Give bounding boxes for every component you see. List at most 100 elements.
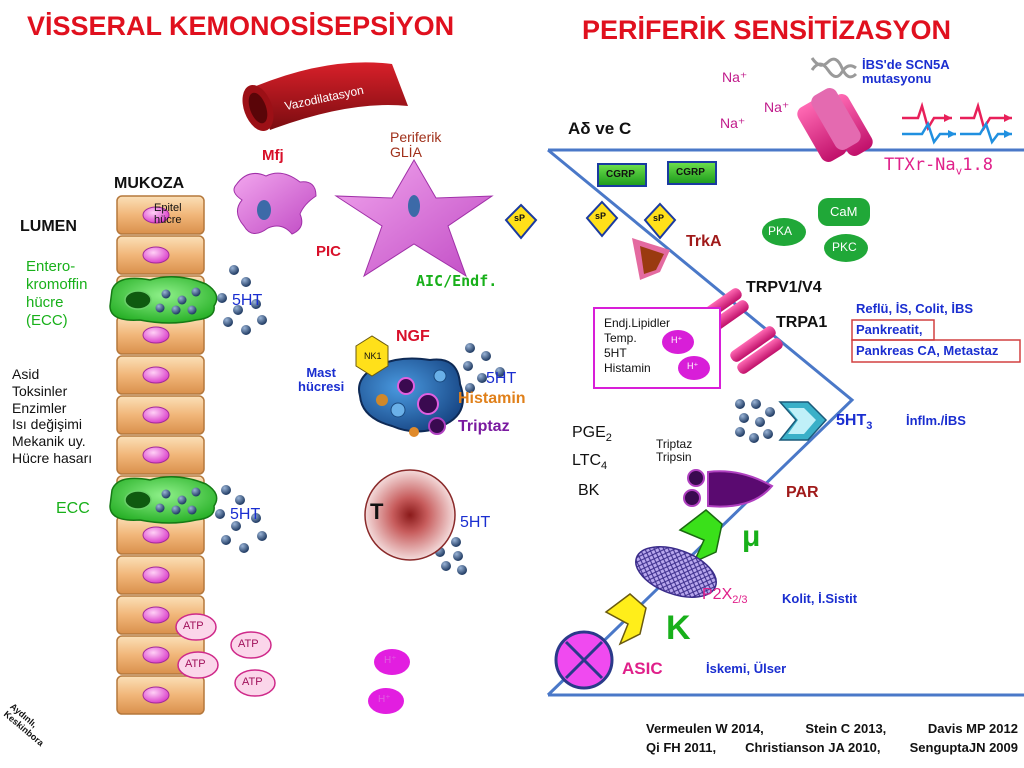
reference-line-1: Vermeulen W 2014, Stein C 2013, Davis MP… <box>646 720 1018 739</box>
ht-label-1: 5HT <box>232 292 263 309</box>
scn5a-label: İBS'de SCN5A mutasyonu <box>862 57 950 87</box>
glia-nucleus <box>408 195 420 217</box>
stimulus-item: Asid <box>12 366 40 382</box>
proton-ovals-left <box>368 649 410 714</box>
ttxr-suffix: 1.8 <box>962 155 993 175</box>
infl-ibs-label: İnflm./İBS <box>906 413 966 428</box>
ecc-label: Entero- kromoffin hücre (ECC) <box>26 258 88 329</box>
ht-label-2: 5HT <box>230 506 261 523</box>
reflux-line-2: Pankreatit, <box>856 322 923 337</box>
ht3-receptor-inner <box>788 408 816 434</box>
t-cell <box>364 469 456 561</box>
asic-label: ASIC <box>622 659 663 678</box>
serotonin-dot <box>735 427 745 437</box>
scn5a-helix <box>810 57 858 79</box>
lipid-item: 5HT <box>604 346 627 360</box>
epithelial-cell <box>116 555 205 595</box>
serotonin-dot <box>251 299 261 309</box>
pge2-label: PGE2 <box>572 424 612 444</box>
reflux-line-1: Reflü, İS, Colit, İBS <box>856 301 974 316</box>
reference-item: Christianson JA 2010, <box>745 739 881 755</box>
histamin-label: Histamin <box>458 390 526 407</box>
action-potential-traces <box>902 101 1012 145</box>
mu-receptor <box>678 509 723 564</box>
left-title: VİSSERAL KEMONOSİSEPSİYON <box>27 11 455 41</box>
serotonin-dot <box>465 343 475 353</box>
proton-label-box-1: H⁺ <box>671 335 683 345</box>
lipid-box-text: Endj.Lipidler Temp. 5HT Histamin <box>604 316 670 376</box>
sp-left-label: sP <box>514 213 526 223</box>
macrophage-shape <box>233 172 317 235</box>
serotonin-dot <box>739 413 749 423</box>
vasodilation-vessel <box>242 62 408 132</box>
reflux-line-3: Pankreas CA, Metastaz <box>856 343 999 358</box>
mfj-label: Mfj <box>262 147 284 164</box>
trpv-label: TRPV1/V4 <box>746 279 822 296</box>
serotonin-granules <box>215 265 775 575</box>
fiber-label: Aδ ve C <box>568 119 632 138</box>
serotonin-dot <box>465 383 475 393</box>
ht3-sub: 3 <box>866 420 873 433</box>
reference-item: Vermeulen W 2014, <box>646 721 764 736</box>
serotonin-dot <box>765 407 775 417</box>
serotonin-dot <box>441 561 451 571</box>
proton-oval-box-2 <box>678 356 710 380</box>
stimulus-item: Isı değişimi <box>12 416 83 433</box>
stimulus-item: Toksinler <box>12 382 68 399</box>
ht3-label: 5HT3 <box>836 412 872 432</box>
mukoza-label: MUKOZA <box>114 175 185 192</box>
serotonin-dot <box>495 367 505 377</box>
serotonin-dot <box>451 537 461 547</box>
enterochromaffin-cell <box>109 476 218 524</box>
p2x-label: P2X2/3 <box>702 586 748 606</box>
epithelial-cell <box>116 675 205 715</box>
reference-item: SenguptaJN 2009 <box>909 739 1018 755</box>
epithelial-cell <box>116 515 205 555</box>
ecc2-label: ECC <box>56 500 90 517</box>
sp-right-label-2: sP <box>653 213 665 223</box>
ttxr-prefix: TTXr-Na <box>884 155 956 175</box>
ltc4-main: LTC <box>572 452 602 469</box>
serotonin-dot <box>223 317 233 327</box>
glia-label: Periferik GLİA <box>390 129 442 161</box>
p2x-sub: 2/3 <box>732 594 748 607</box>
stimulus-item: Mekanik uy. <box>12 433 86 450</box>
right-title: PERİFERİK SENSİTİZASYON <box>582 15 952 45</box>
serotonin-dot <box>221 485 231 495</box>
stimuli-list: Asid Toksinler Enzimler Isı değişimi Mek… <box>12 366 92 467</box>
na-label-3: Na⁺ <box>720 115 746 131</box>
serotonin-dot <box>457 565 467 575</box>
iskemi-label: İskemi, Ülser <box>706 661 787 676</box>
serotonin-dot <box>477 373 487 383</box>
serotonin-dot <box>239 543 249 553</box>
serotonin-dot <box>763 429 773 439</box>
serotonin-dot <box>257 531 267 541</box>
sp-right-label-1: sP <box>595 211 607 221</box>
epithelial-cell <box>116 435 205 475</box>
kolit-label: Kolit, İ.Sistit <box>782 591 858 606</box>
reference-item: Stein C 2013, <box>805 721 887 736</box>
ngf-label: NGF <box>396 328 430 345</box>
atp-label-3: ATP <box>185 658 206 670</box>
epithelial-cell <box>116 395 205 435</box>
p2x-main: P2X <box>702 586 733 603</box>
ht3-main: 5HT <box>836 412 867 429</box>
cgrp-label-2: CGRP <box>676 167 705 178</box>
atp-label-1: ATP <box>183 620 204 632</box>
stimulus-item: Enzimler <box>12 399 67 416</box>
epithelial-column <box>109 195 218 715</box>
reference-line-2: Qi FH 2011, Christianson JA 2010, Sengup… <box>646 739 1018 758</box>
pic-label: PIC <box>316 243 342 260</box>
t-cell-label: T <box>370 499 384 524</box>
bk-label: BK <box>578 482 600 499</box>
reference-item: Davis MP 2012 <box>927 721 1018 736</box>
serotonin-dot <box>463 361 473 371</box>
par-label: PAR <box>786 484 819 501</box>
cam-label: CaM <box>830 204 858 219</box>
serotonin-dot <box>217 293 227 303</box>
references: Vermeulen W 2014, Stein C 2013, Davis MP… <box>646 720 1018 758</box>
nerve-membrane <box>546 148 1024 697</box>
epithelial-cell <box>116 355 205 395</box>
triptaz-tripsin-label: Triptaz Tripsin <box>656 437 693 465</box>
cgrp-boxes <box>597 161 717 187</box>
